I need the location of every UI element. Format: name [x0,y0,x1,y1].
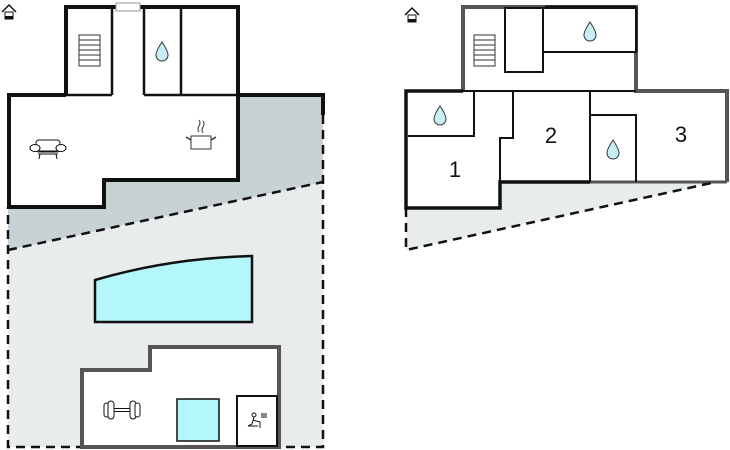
bedroom-3-label: 3 [675,122,687,147]
upper-floor-plan: 1 2 3 [404,5,729,252]
house-entrance-icon [1,4,17,20]
stairs-icon [78,34,101,67]
bedroom-2-label: 2 [545,123,557,148]
window-icon [115,2,141,12]
wellness-building [80,345,281,449]
pool-icon [93,254,254,324]
bedroom-1-label: 1 [449,157,461,182]
ground-floor-plan [1,2,325,449]
dumbbell-icon [103,400,141,420]
stairs-icon [473,34,496,67]
terrace-boundary [7,180,324,252]
cooking-pot-icon [185,119,217,150]
whirlpool-icon [176,398,220,442]
ground-floor-house [9,7,238,207]
house-entrance-icon [404,7,420,23]
plot-boundary [6,115,325,449]
sofa-icon [29,139,67,160]
sauna-icon [247,412,267,428]
